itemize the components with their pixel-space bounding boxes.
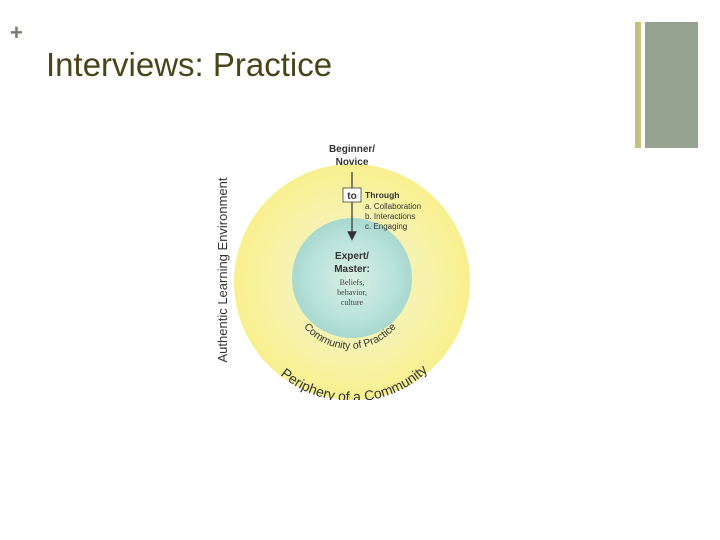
behavior-label: behavior, <box>337 288 367 297</box>
diagram-svg: Beginner/ Novice to Through a. Collabora… <box>215 144 470 400</box>
authentic-learning-environment-label: Authentic Learning Environment <box>215 177 230 362</box>
through-heading: Through <box>365 190 399 200</box>
beliefs-label: Beliefs, <box>340 278 365 287</box>
novice-label: Novice <box>336 157 369 168</box>
to-label: to <box>347 191 356 202</box>
accent-bar-gray <box>645 22 698 148</box>
beginner-label: Beginner/ <box>329 144 375 155</box>
master-label: Master: <box>334 264 370 275</box>
culture-label: culture <box>341 298 364 307</box>
through-item-c: c. Engaging <box>365 222 407 231</box>
to-box <box>342 187 362 203</box>
accent-bar-gold <box>635 22 641 148</box>
expert-label: Expert/ <box>335 251 369 262</box>
through-item-a: a. Collaboration <box>365 202 421 211</box>
inner-circle <box>292 218 412 338</box>
slide-title: Interviews: Practice <box>46 46 333 83</box>
plus-icon: + <box>10 20 23 45</box>
through-item-b: b. Interactions <box>365 212 415 221</box>
community-of-practice-diagram: Beginner/ Novice to Through a. Collabora… <box>200 130 490 400</box>
